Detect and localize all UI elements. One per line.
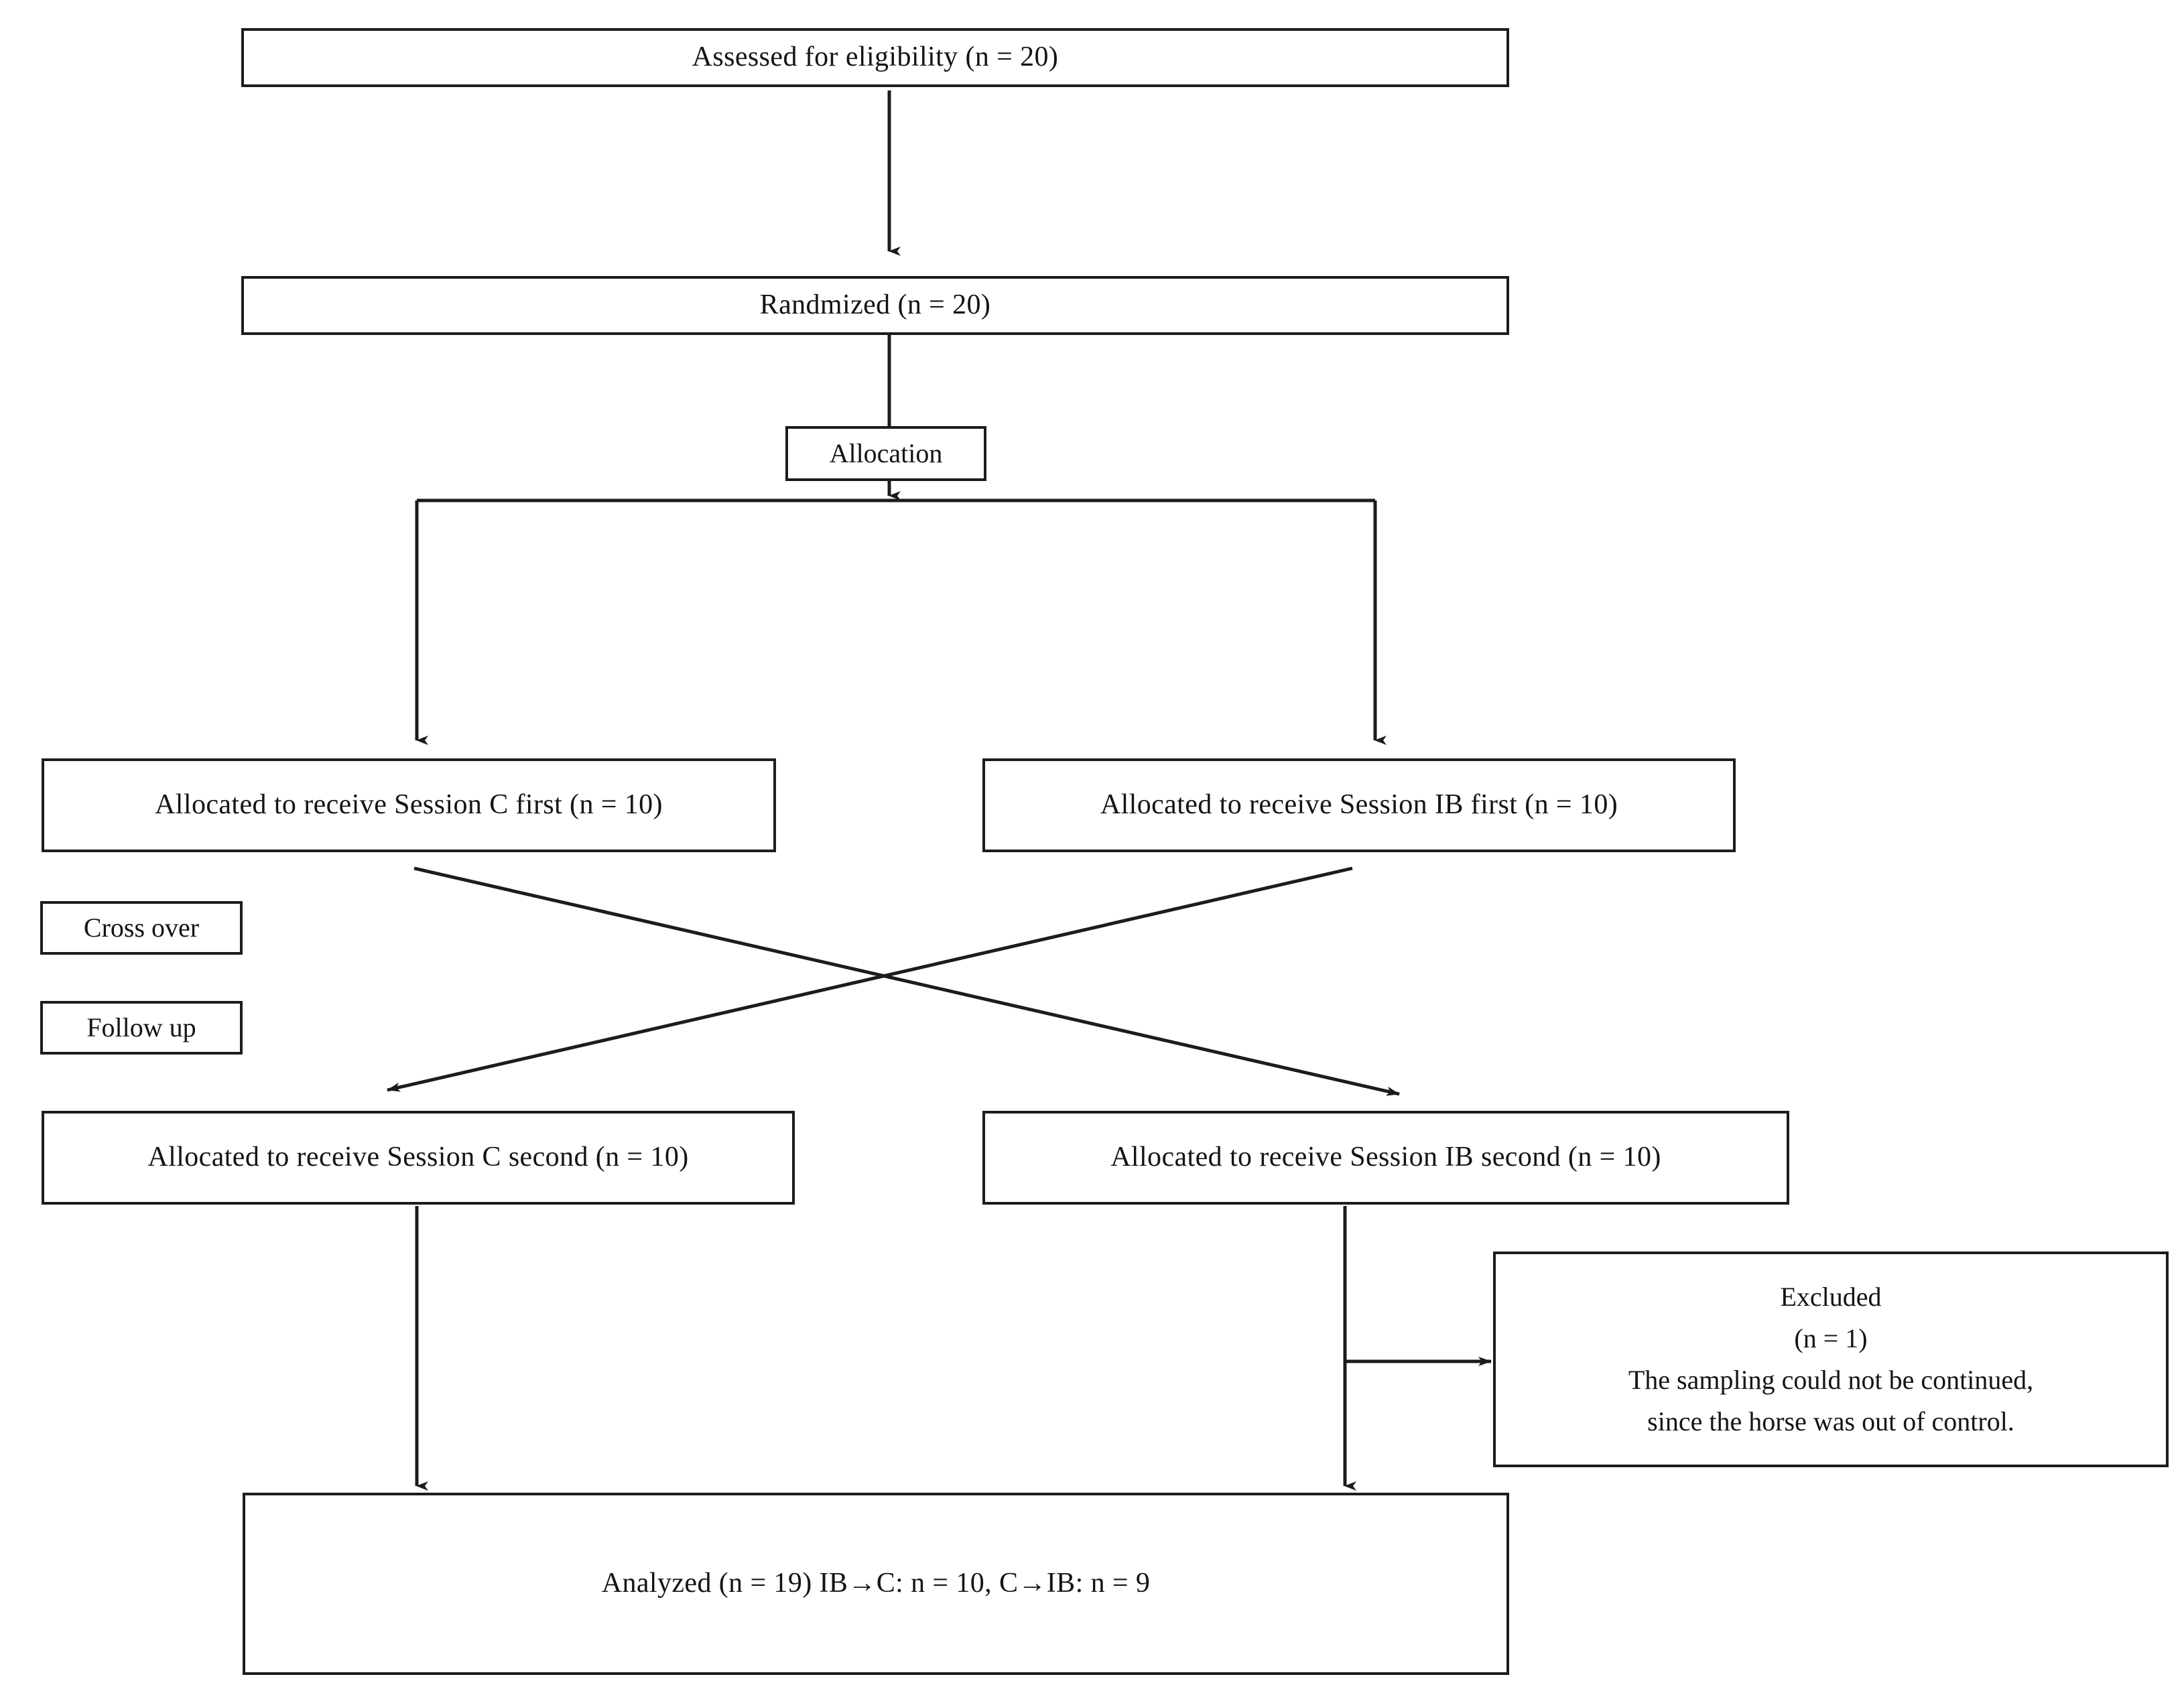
edge-randomized-split <box>415 335 1387 745</box>
stage-allocation: Allocation <box>785 426 986 481</box>
node-allocated-session-ib-second: Allocated to receive Session IB second (… <box>982 1111 1789 1205</box>
node-excluded-line-1: Excluded <box>1780 1282 1882 1312</box>
node-allocated-session-c-first: Allocated to receive Session C first (n … <box>42 758 776 852</box>
node-excluded-line-2: (n = 1) <box>1794 1323 1868 1353</box>
node-analyzed-label: Analyzed (n = 19) IB→C: n = 10, C→IB: n … <box>601 1568 1151 1599</box>
node-excluded-line-3: The sampling could not be continued, <box>1628 1365 2034 1395</box>
node-randomized-label: Randmized (n = 20) <box>759 289 991 321</box>
node-allocated-c-second-label: Allocated to receive Session C second (n… <box>147 1142 689 1173</box>
node-allocated-ib-first-label: Allocated to receive Session IB first (n… <box>1100 789 1618 821</box>
edge-ib-first-to-c-second <box>387 866 1353 1092</box>
stage-cross-over-label: Cross over <box>83 913 200 943</box>
node-allocated-ib-second-label: Allocated to receive Session IB second (… <box>1110 1142 1661 1173</box>
node-allocated-session-ib-first: Allocated to receive Session IB first (n… <box>982 758 1736 852</box>
node-analyzed: Analyzed (n = 19) IB→C: n = 10, C→IB: n … <box>243 1493 1509 1675</box>
stage-follow-up: Follow up <box>40 1001 243 1055</box>
edge-c-first-to-ib-second <box>413 866 1400 1096</box>
node-allocated-c-first-label: Allocated to receive Session C first (n … <box>155 789 663 821</box>
stage-follow-up-label: Follow up <box>86 1012 196 1042</box>
node-randomized: Randmized (n = 20) <box>241 276 1509 335</box>
node-excluded: Excluded (n = 1) The sampling could not … <box>1493 1252 2169 1467</box>
node-allocated-session-c-second: Allocated to receive Session C second (n… <box>42 1111 795 1205</box>
stage-cross-over: Cross over <box>40 901 243 955</box>
node-assessed-for-eligibility: Assessed for eligibility (n = 20) <box>241 28 1509 87</box>
node-excluded-line-4: since the horse was out of control. <box>1647 1406 2014 1436</box>
stage-allocation-label: Allocation <box>829 438 943 468</box>
node-assessed-label: Assessed for eligibility (n = 20) <box>692 42 1059 73</box>
